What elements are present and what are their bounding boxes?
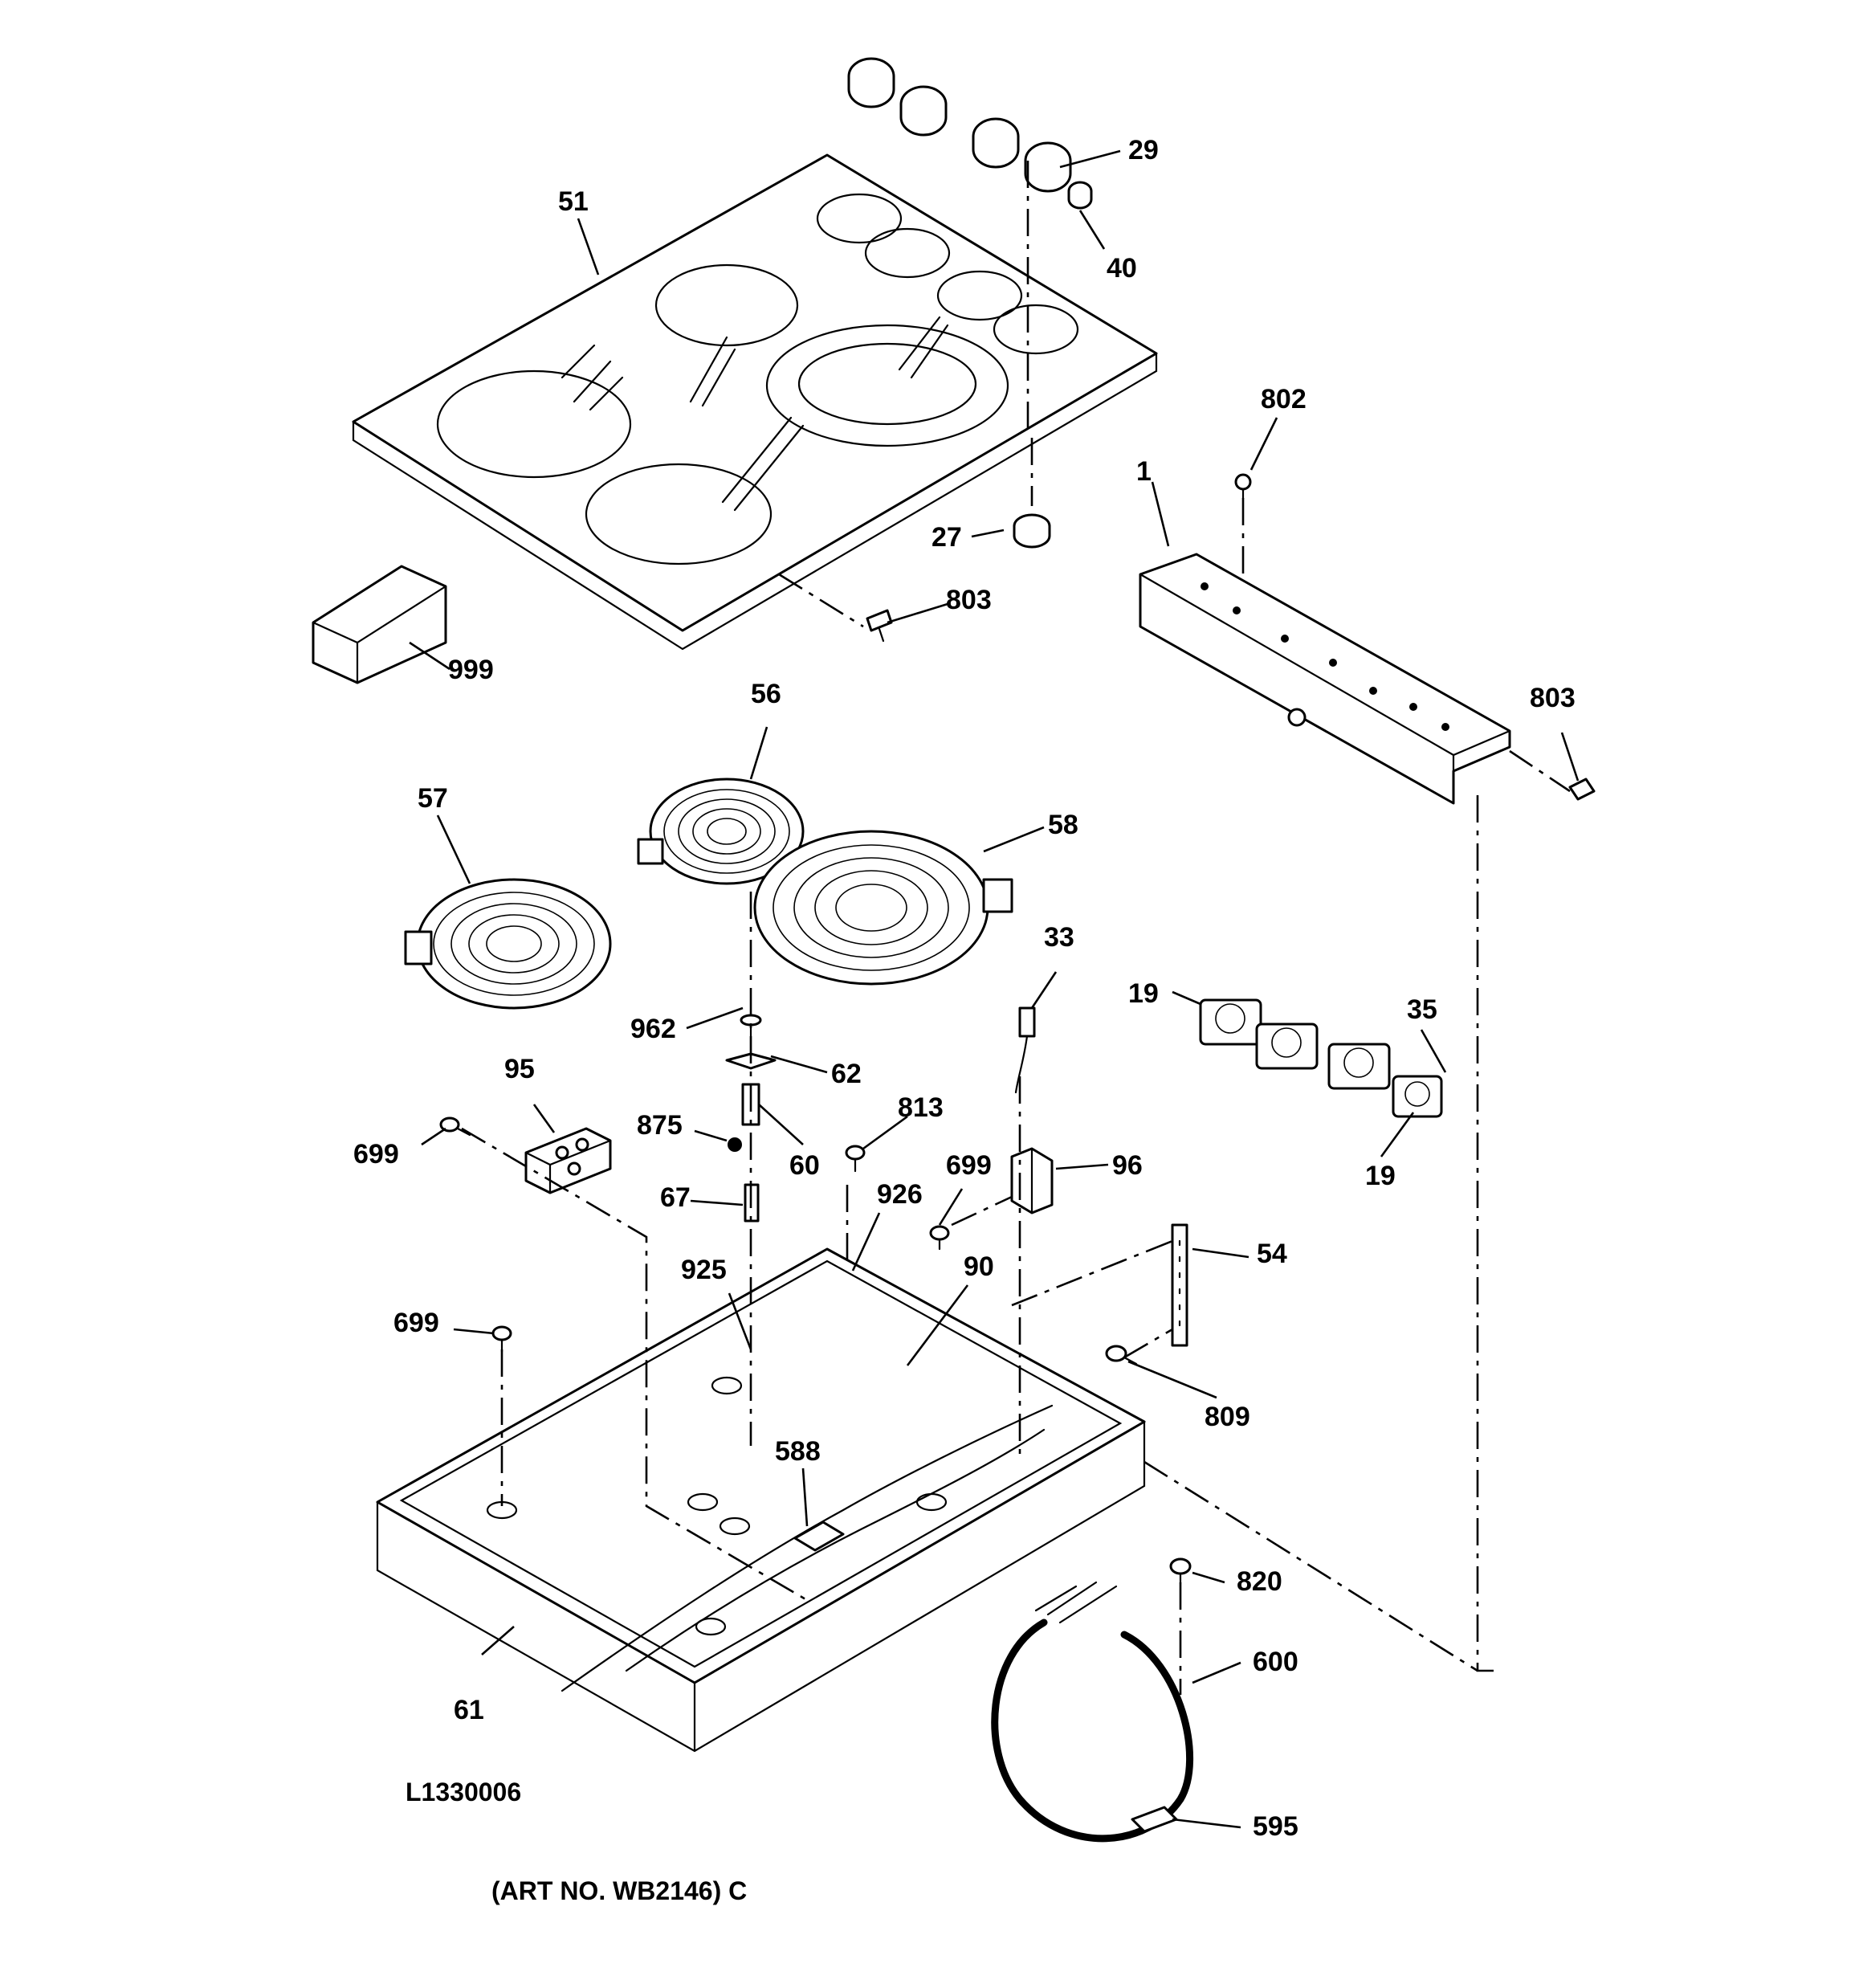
wire-33 <box>1014 1006 1036 1094</box>
assembly-lines <box>461 161 1571 1695</box>
callout-27: 27 <box>932 522 962 553</box>
screw-802 <box>1234 473 1252 500</box>
callout-699-left: 699 <box>353 1139 399 1170</box>
callout-95: 95 <box>504 1054 535 1084</box>
callout-803-panel: 803 <box>1530 683 1576 713</box>
leader-lines <box>409 149 1580 1829</box>
callout-999: 999 <box>448 655 494 685</box>
callout-60: 60 <box>789 1150 820 1181</box>
screw-803-panel <box>1568 778 1596 801</box>
screw-699-lower <box>491 1325 512 1353</box>
heating-element-56 <box>637 778 805 885</box>
callout-labels: 29 51 40 802 1 27 803 999 803 56 57 58 3… <box>353 135 1576 1842</box>
screw-803-cooktop <box>866 609 893 643</box>
callout-57: 57 <box>418 783 448 814</box>
callout-875: 875 <box>637 1110 683 1141</box>
callout-29: 29 <box>1128 135 1159 165</box>
callout-595: 595 <box>1253 1811 1298 1842</box>
callout-809: 809 <box>1205 1402 1250 1432</box>
callout-820: 820 <box>1237 1566 1282 1597</box>
callout-67: 67 <box>660 1182 691 1213</box>
callout-803-cooktop: 803 <box>946 585 992 615</box>
callout-699-mid: 699 <box>946 1150 992 1181</box>
package-999 <box>312 565 447 684</box>
callout-90: 90 <box>964 1251 994 1282</box>
callout-926: 926 <box>877 1179 923 1210</box>
control-knobs <box>847 57 1093 210</box>
callout-19-top: 19 <box>1128 978 1159 1009</box>
callout-925: 925 <box>681 1255 727 1285</box>
callout-813: 813 <box>898 1092 944 1123</box>
callout-962: 962 <box>630 1014 676 1044</box>
strap-54 <box>1171 1223 1188 1347</box>
callout-54: 54 <box>1257 1239 1287 1269</box>
grommet-27 <box>1013 513 1051 549</box>
screw-813 <box>845 1145 866 1173</box>
callout-61: 61 <box>454 1695 484 1725</box>
callout-802: 802 <box>1261 384 1307 414</box>
glass-cooktop <box>352 153 1158 651</box>
callout-58: 58 <box>1048 810 1078 840</box>
bracket-96 <box>1010 1147 1054 1214</box>
callout-35: 35 <box>1407 994 1437 1025</box>
callout-96: 96 <box>1112 1150 1143 1181</box>
bracket-95 <box>524 1127 612 1194</box>
screw-699-mid <box>929 1225 950 1251</box>
wire-harness-600 <box>991 1557 1193 1843</box>
callout-600: 600 <box>1253 1647 1298 1677</box>
screw-809 <box>1105 1345 1138 1365</box>
control-panel-1 <box>1139 553 1511 805</box>
callout-699-lower: 699 <box>393 1308 439 1338</box>
callout-33: 33 <box>1044 922 1074 953</box>
infinite-switches <box>1199 998 1443 1118</box>
heating-element-57 <box>404 878 612 1010</box>
art-number: (ART NO. WB2146) C <box>491 1876 747 1905</box>
figure-id: L1330006 <box>406 1778 521 1806</box>
callout-588: 588 <box>775 1436 821 1467</box>
callout-1: 1 <box>1136 456 1152 487</box>
callout-56: 56 <box>751 679 781 709</box>
heating-element-58 <box>753 830 1013 986</box>
callout-40: 40 <box>1107 253 1137 284</box>
screw-699-left <box>439 1116 471 1137</box>
callout-19-bottom: 19 <box>1365 1161 1396 1191</box>
callout-51: 51 <box>558 186 589 217</box>
base-pan-61 <box>376 1247 1146 1753</box>
callout-62: 62 <box>831 1059 862 1089</box>
